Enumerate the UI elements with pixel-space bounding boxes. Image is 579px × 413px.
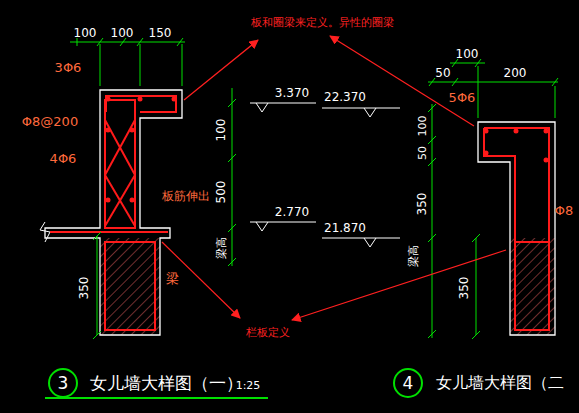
detail-number-circle: 4 <box>393 368 423 398</box>
dimension: 150 <box>149 27 172 39</box>
rebar-callout: 4Φ6 <box>50 152 77 165</box>
dimension: 350 <box>416 193 428 216</box>
red-note: 栏板定义 <box>246 327 290 338</box>
elevation: 2.770 <box>275 206 309 218</box>
dimension: 100 <box>417 116 428 137</box>
dimension: 100 <box>74 27 97 39</box>
red-note: 板和圈梁来定义。异性的圈梁 <box>251 17 394 28</box>
scale: 1:25 <box>236 380 261 391</box>
detail-number: 3 <box>58 375 69 392</box>
detail-number: 4 <box>403 375 414 392</box>
note-leaders <box>162 36 506 320</box>
dimension: 350 <box>78 277 90 300</box>
dimension: 梁高 <box>408 245 419 267</box>
detail-title: 女儿墙大样图（一） <box>90 375 243 392</box>
rebar-callout: Φ8 <box>555 204 574 217</box>
dimension: 100 <box>215 119 227 142</box>
elevation: 21.870 <box>324 222 366 234</box>
elevation: 3.370 <box>275 87 309 99</box>
dimension: 梁高 <box>216 237 227 259</box>
note: 板筋伸出 <box>162 190 210 202</box>
rebar-callout: Φ8@200 <box>22 115 78 128</box>
dimension: 100 <box>111 27 134 39</box>
dimension: 100 <box>456 48 479 60</box>
rebar-callout: 5Φ6 <box>449 91 476 104</box>
parapet-right <box>322 59 558 339</box>
elevation: 22.370 <box>324 91 366 103</box>
rebar-callout: 3Φ6 <box>55 61 82 74</box>
detail-title: 女儿墙大样图（二 <box>436 375 564 391</box>
dimension: 350 <box>458 277 470 300</box>
dimension: 50 <box>435 67 450 79</box>
title-underline <box>45 397 268 399</box>
beam-label: 梁 <box>166 272 179 285</box>
dimension: 50 <box>417 146 428 160</box>
detail-number-circle: 3 <box>48 368 78 398</box>
dimension: 500 <box>215 181 227 204</box>
dimension: 200 <box>504 67 527 79</box>
parapet-left <box>40 38 316 339</box>
